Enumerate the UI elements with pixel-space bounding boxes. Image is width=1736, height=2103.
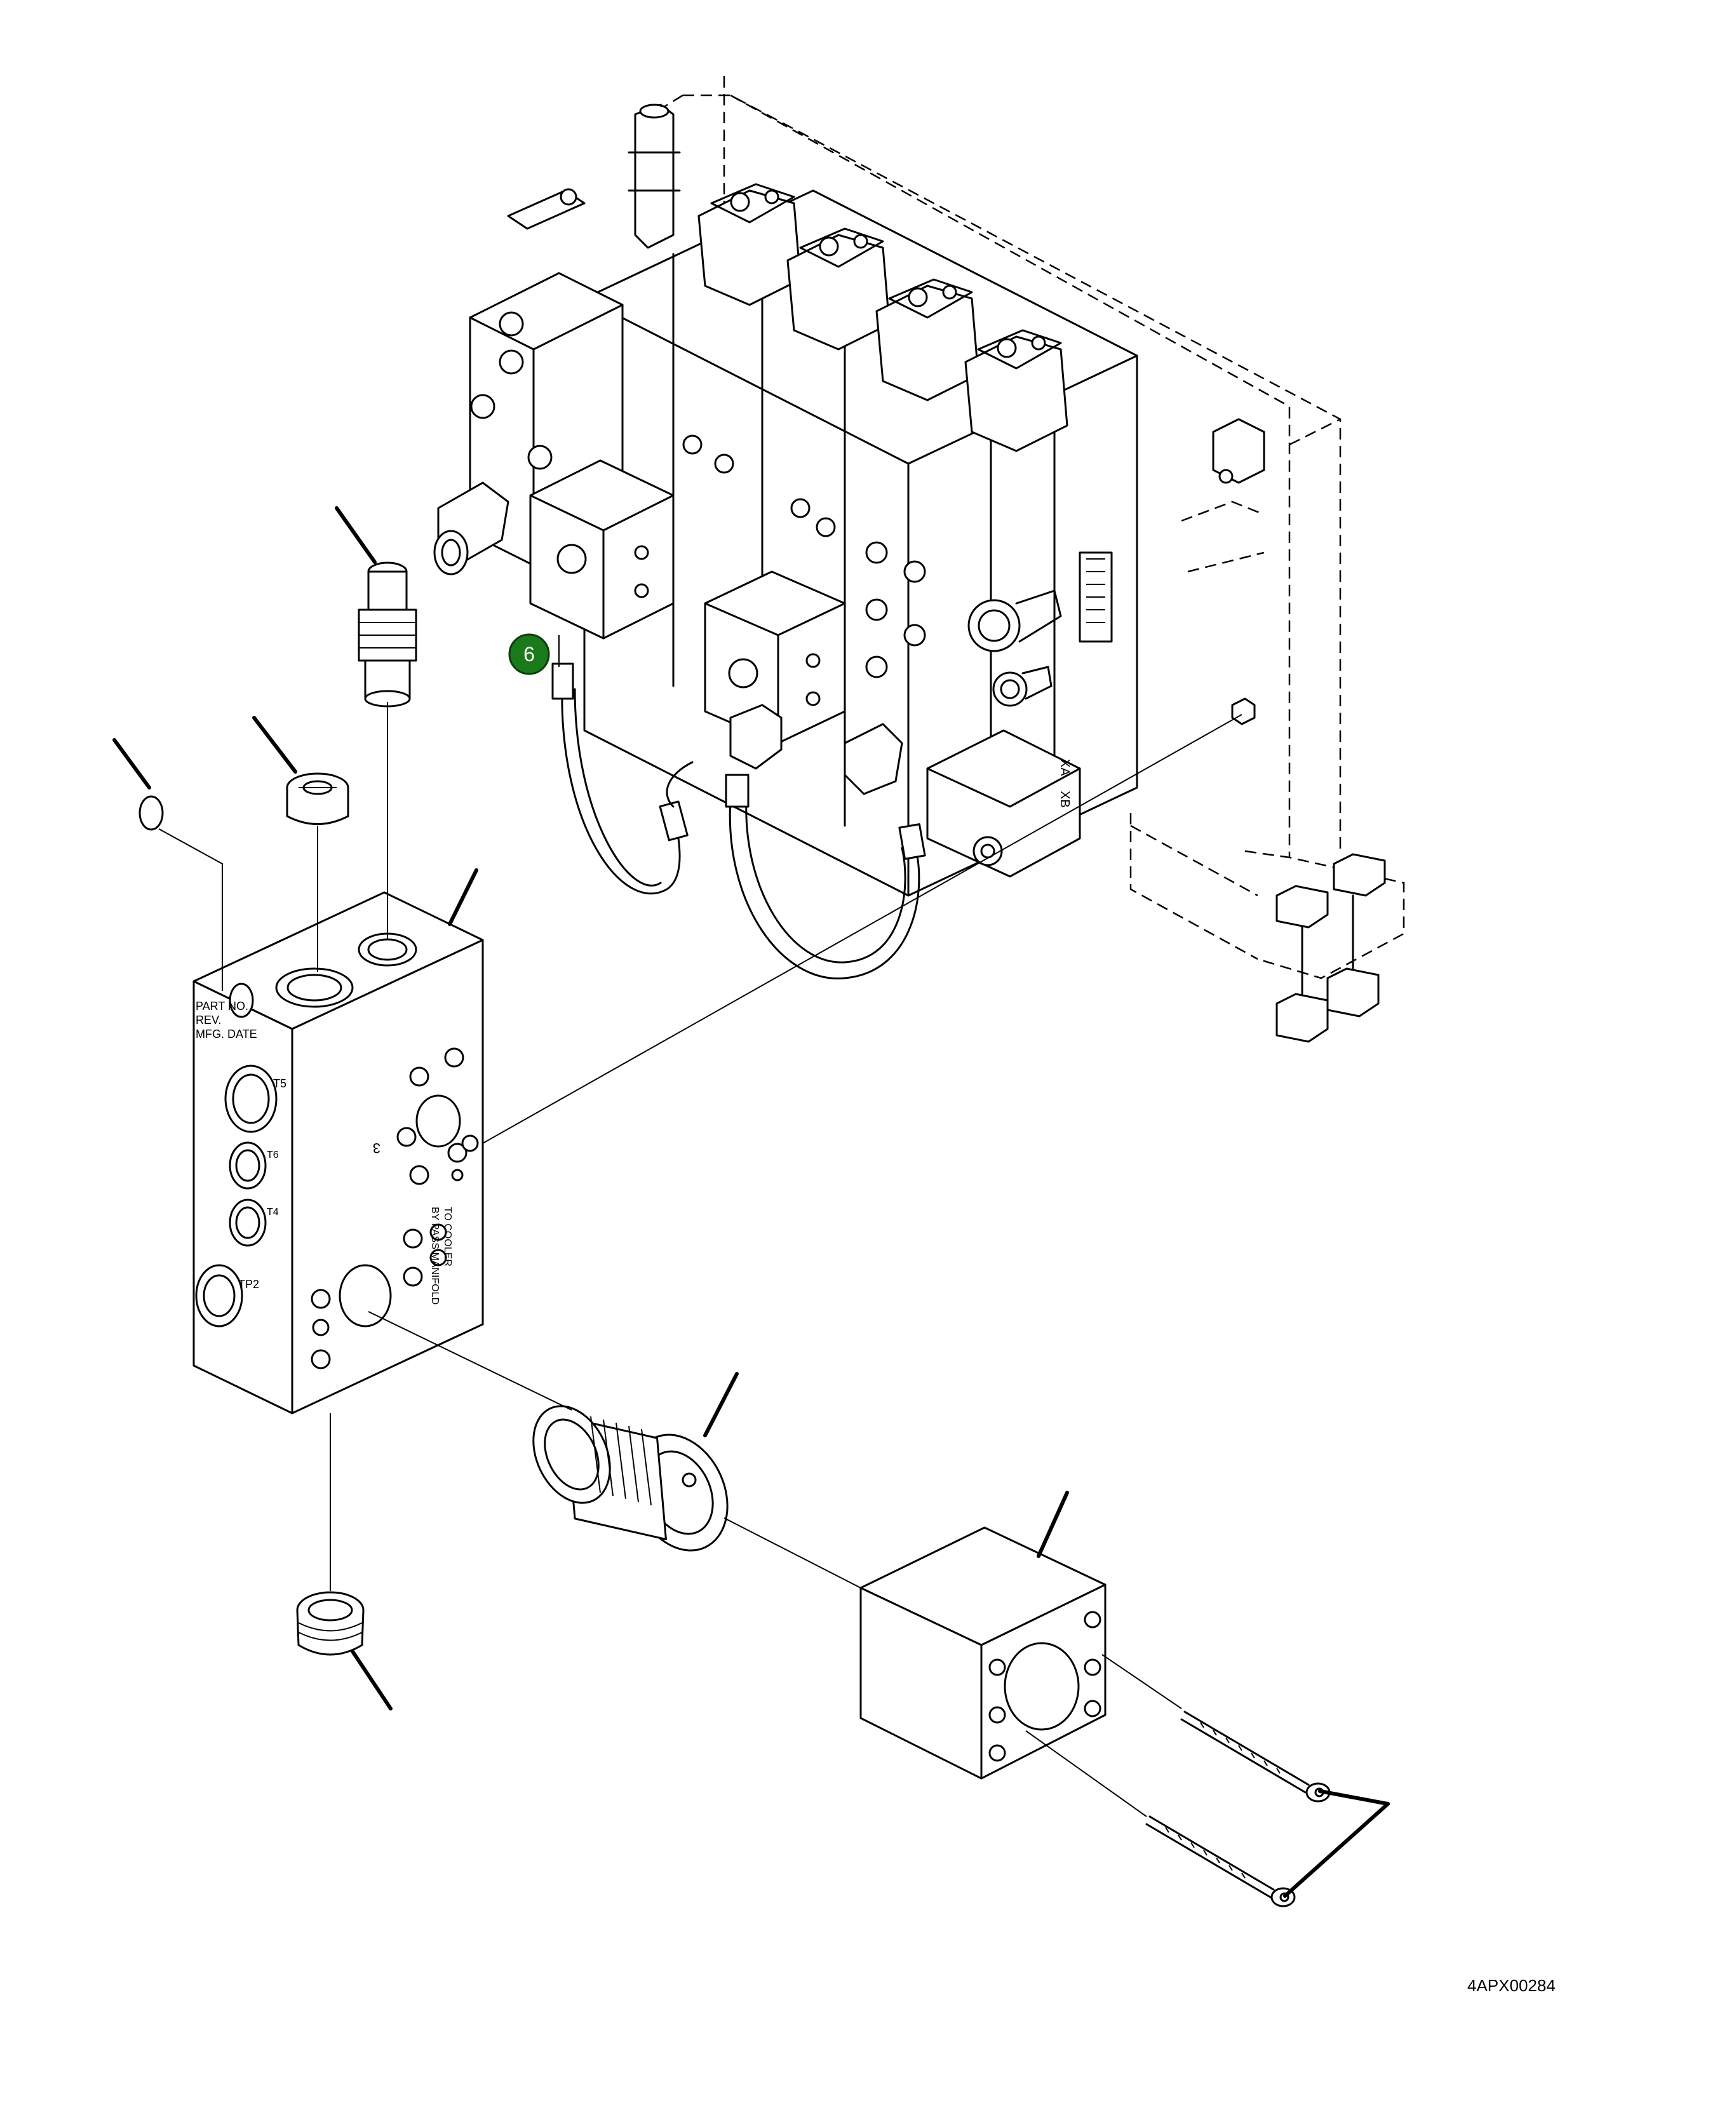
spool-cap-4	[964, 329, 1068, 452]
callout-6-circle[interactable]	[508, 633, 550, 675]
spool-cap-2	[786, 227, 891, 351]
gauge-port-upper	[967, 589, 1062, 652]
assembly-centerlines	[158, 635, 1242, 1817]
cap-screw-upper	[1180, 1710, 1331, 1803]
elbow-fitting-inlet	[433, 481, 509, 575]
elbow-fitting-tee	[729, 704, 783, 770]
elbow-fitting-lower	[844, 723, 903, 795]
manifold-rev-label: REV.	[196, 1014, 221, 1026]
leader-lines	[112, 506, 1390, 1898]
port-xa-label: XA	[1058, 759, 1072, 776]
callout-6-label[interactable]: 6	[523, 643, 535, 666]
manifold-note-label: BY PASS MANIFOLD	[429, 1207, 440, 1305]
spool-cap-3	[875, 278, 979, 401]
frame-foot-bolts	[1212, 418, 1386, 1043]
port-tp2-label: TP2	[238, 1278, 259, 1291]
drawing-reference-code: 4APX00284	[1467, 1976, 1556, 1995]
bottom-plug	[296, 1591, 365, 1656]
o-ring-seal	[138, 795, 164, 831]
cap-screw-lower	[1145, 1815, 1296, 1907]
hydraulic-hoses	[551, 662, 926, 979]
spool-cap-1	[697, 183, 802, 306]
check-valve-cartridge	[532, 1405, 729, 1552]
flange-block	[859, 1526, 1107, 1780]
face-mark-label: 3	[373, 1140, 380, 1156]
port-t6-label: T6	[267, 1150, 279, 1160]
port-t5-label: T5	[273, 1077, 286, 1090]
port-t4-label: T4	[267, 1207, 279, 1218]
test-port-fitting	[358, 561, 417, 708]
control-valve-bank: XA XB	[433, 104, 1386, 1043]
manifold-part-no-label: PART NO.	[196, 1000, 248, 1012]
hex-plug	[286, 772, 349, 825]
port-xb-label: XB	[1058, 791, 1072, 808]
manifold-mfg-date-label: MFG. DATE	[196, 1028, 257, 1040]
gauge-port-lower	[992, 666, 1053, 707]
bypass-manifold-block: PART NO. REV. MFG. DATE T5 T6 T4 TP2 3 T…	[192, 891, 484, 1414]
to-cooler-label: TO COOLER	[442, 1207, 453, 1267]
callout-6[interactable]: 6	[508, 633, 550, 675]
